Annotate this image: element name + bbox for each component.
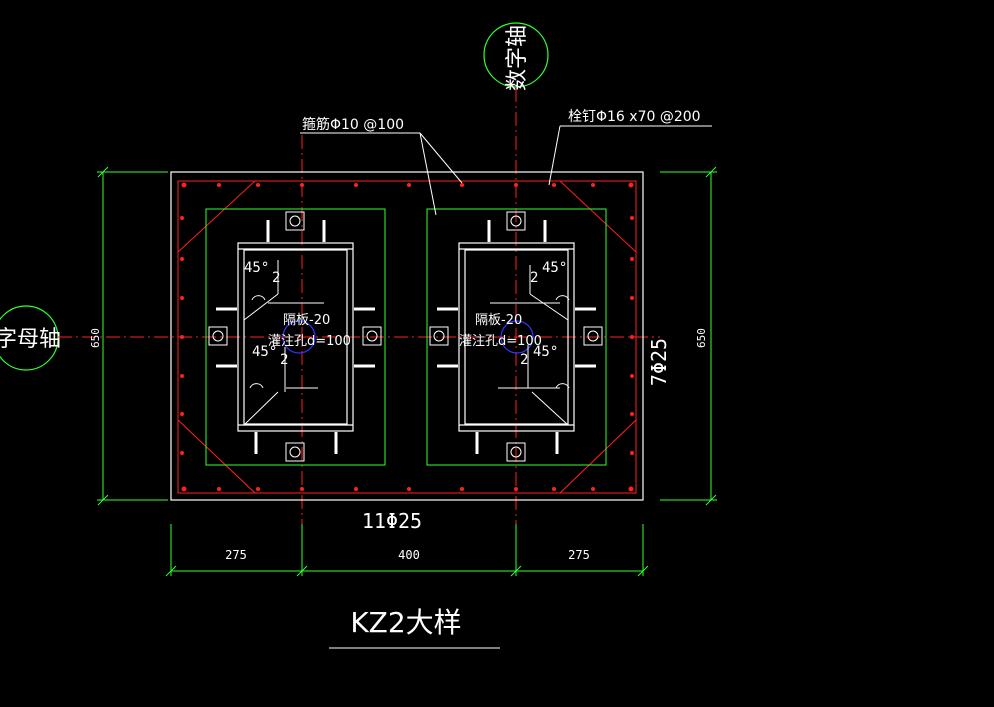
- side-bars-label: 7Φ25: [647, 338, 671, 386]
- dimension-lines: [97, 166, 717, 577]
- rebar-dots: [180, 182, 634, 492]
- right-weld-size-top: 2: [530, 270, 538, 286]
- left-weld-size-top: 2: [272, 270, 280, 286]
- dim-left-height: 650: [89, 328, 102, 348]
- left-grout-hole-label: 灌注孔d=100: [268, 334, 351, 349]
- stirrup-note: 箍筋Φ10 @100: [302, 116, 404, 133]
- note-leaders: [300, 125, 712, 216]
- left-steel-zone: [205, 208, 386, 466]
- right-diaphragm-label: 隔板-20: [475, 313, 522, 328]
- letter-axis-label: 字母轴: [0, 327, 61, 352]
- tie-line: [177, 419, 256, 494]
- drawing-title: KZ2大样: [350, 606, 461, 639]
- left-weld-leaders: [243, 260, 324, 426]
- grout-hole-left: [282, 320, 316, 354]
- number-axis-bubble: [483, 22, 549, 88]
- right-steel-box: [458, 242, 575, 432]
- tie-line: [177, 180, 256, 253]
- tie-line: [559, 419, 637, 494]
- right-weld-angle-bottom: 45°: [533, 344, 558, 360]
- left-diaphragm-label: 隔板-20: [283, 313, 330, 328]
- number-axis-label: 数字轴: [505, 25, 530, 91]
- dim-bottom-middle: 400: [398, 548, 420, 562]
- top-bars-label: 11Φ25: [362, 509, 422, 533]
- right-grout-hole-label: 灌注孔d=100: [459, 334, 542, 349]
- stud-note: 栓钉Φ16 x70 @200: [568, 109, 701, 125]
- shear-studs: [216, 220, 596, 454]
- grout-hole-right: [500, 320, 534, 354]
- rebar-cage: [177, 180, 637, 494]
- left-weld-angle-top: 45°: [244, 260, 269, 276]
- right-weld-angle-top: 45°: [542, 260, 567, 276]
- right-steel-zone: [426, 208, 607, 466]
- bolt-symbols: [208, 211, 603, 462]
- dim-bottom-right: 275: [568, 548, 590, 562]
- left-steel-box: [237, 242, 354, 432]
- column-outline: [170, 171, 644, 501]
- dim-right-height: 650: [695, 328, 708, 348]
- letter-axis-bubble: [0, 305, 59, 371]
- dim-bottom-left: 275: [225, 548, 247, 562]
- right-weld-size-bottom: 2: [520, 352, 528, 368]
- tie-line: [559, 180, 637, 253]
- left-weld-angle-bottom: 45°: [252, 344, 277, 360]
- left-weld-size-bottom: 2: [280, 352, 288, 368]
- right-weld-leaders: [490, 265, 570, 426]
